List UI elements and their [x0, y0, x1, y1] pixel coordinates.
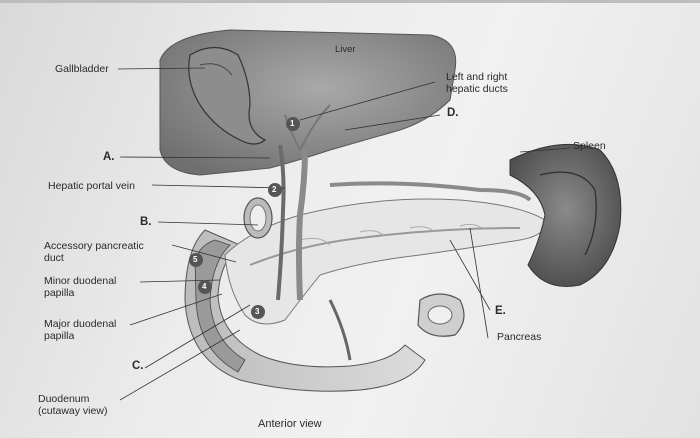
label-hepatic-ducts-line2: hepatic ducts	[446, 83, 508, 95]
gallbladder-shape	[188, 46, 267, 145]
duodenum-shape	[184, 229, 426, 392]
label-gallbladder: Gallbladder	[55, 63, 109, 75]
label-spleen: Spleen	[573, 140, 606, 152]
marker-3: 3	[255, 307, 260, 316]
label-minor-papilla-line2: papilla	[44, 287, 75, 299]
label-hepatic-ducts-line1: Left and right	[446, 71, 508, 83]
label-pancreas: Pancreas	[497, 331, 542, 343]
leader-lines	[117, 67, 571, 401]
label-duodenum-line1: Duodenum	[38, 393, 90, 405]
label-c: C.	[132, 360, 144, 372]
label-accessory-duct-line2: duct	[44, 252, 64, 264]
label-duodenum-line2: (cutaway view)	[38, 405, 108, 417]
marker-1: 1	[290, 119, 295, 128]
number-markers	[189, 117, 300, 319]
portal-vein	[296, 149, 308, 301]
label-anterior-view: Anterior view	[258, 418, 322, 430]
label-a: A.	[103, 151, 115, 163]
marker-4: 4	[202, 282, 207, 291]
label-e: E.	[495, 305, 506, 317]
bile-duct	[276, 144, 286, 301]
marker-5: 5	[193, 255, 198, 264]
top-edge	[0, 0, 700, 3]
label-liver: Liver	[335, 44, 356, 55]
label-major-papilla-line1: Major duodenal	[44, 318, 117, 330]
spleen-shape	[509, 143, 622, 287]
marker-2: 2	[272, 185, 277, 194]
pancreas-shape	[224, 198, 546, 325]
label-major-papilla-line2: papilla	[44, 330, 75, 342]
label-hepatic-portal-vein: Hepatic portal vein	[48, 180, 135, 192]
label-accessory-duct-line1: Accessory pancreatic	[44, 240, 144, 252]
splenic-vein	[329, 181, 532, 202]
label-b: B.	[140, 216, 152, 228]
label-d: D.	[447, 107, 459, 119]
label-minor-papilla-line1: Minor duodenal	[44, 275, 117, 287]
